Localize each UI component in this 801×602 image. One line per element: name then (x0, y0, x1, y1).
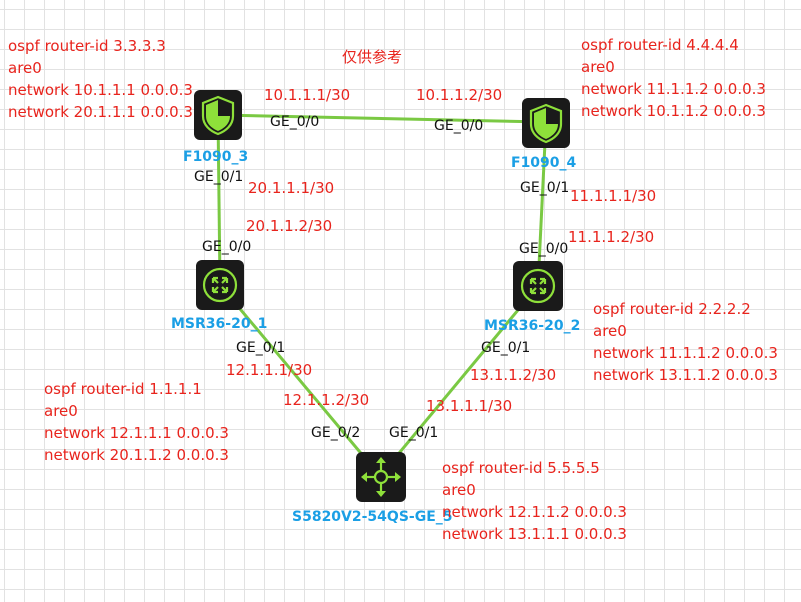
config-line: ospf router-id 5.5.5.5 (442, 459, 600, 477)
device-label-f1090-4: F1090_4 (511, 155, 577, 171)
ip-label: 12.1.1.2/30 (283, 391, 369, 409)
port-label: GE_0/0 (519, 241, 568, 257)
ip-label: 13.1.1.1/30 (426, 397, 512, 415)
device-f1090-4[interactable] (522, 98, 570, 148)
config-line: are0 (581, 58, 615, 76)
link-f1090-4-to-msr36-20-2 (536, 121, 548, 287)
switch-icon-frame (356, 452, 406, 502)
msr36-20-1-icon-frame (196, 260, 244, 310)
config-line: network 20.1.1.2 0.0.0.3 (44, 446, 229, 464)
config-line: network 20.1.1.1 0.0.0.3 (8, 103, 193, 121)
firewall-icon (201, 95, 235, 136)
reference-note: 仅供参考 (342, 48, 402, 66)
port-label: GE_0/1 (389, 425, 438, 441)
config-line: network 11.1.1.2 0.0.0.3 (593, 344, 778, 362)
device-label-msr36-20-2: MSR36-20_2 (484, 318, 580, 334)
link-f1090-3-to-msr36-20-1 (216, 114, 222, 286)
ip-label: 20.1.1.2/30 (246, 217, 332, 235)
config-line: are0 (442, 481, 476, 499)
config-line: network 13.1.1.2 0.0.0.3 (593, 366, 778, 384)
msr36-20-2-icon-frame (513, 261, 563, 311)
config-line: ospf router-id 3.3.3.3 (8, 37, 166, 55)
config-line: network 12.1.1.2 0.0.0.3 (442, 503, 627, 521)
router-icon (202, 267, 238, 303)
port-label: GE_0/2 (311, 425, 360, 441)
link-msr36-20-2-to-switch (378, 285, 540, 477)
port-label: GE_0/1 (194, 169, 243, 185)
device-f1090-3[interactable] (194, 90, 242, 140)
config-line: network 13.1.1.1 0.0.0.3 (442, 525, 627, 543)
config-line: network 12.1.1.1 0.0.0.3 (44, 424, 229, 442)
firewall-icon (529, 103, 563, 144)
port-label: GE_0/1 (520, 180, 569, 196)
config-line: are0 (8, 59, 42, 77)
ospf-config-f1090-3: ospf router-id 3.3.3.3 are0 network 10.1… (8, 37, 193, 121)
device-label-msr36-20-1: MSR36-20_1 (171, 316, 267, 332)
ospf-config-s5820v2: ospf router-id 5.5.5.5 are0 network 12.1… (442, 459, 627, 543)
router-icon (520, 268, 556, 304)
device-msr36-20-1[interactable] (196, 260, 244, 310)
layer3-switch-icon (361, 457, 401, 497)
device-label-s5820v2: S5820V2-54QS-GE_5 (292, 509, 453, 525)
device-s5820v2-54qs-ge-5[interactable] (356, 452, 406, 502)
port-label: GE_0/1 (481, 340, 530, 356)
ip-label: 10.1.1.1/30 (264, 86, 350, 104)
port-label: GE_0/0 (270, 114, 319, 130)
ip-label: 11.1.1.1/30 (570, 187, 656, 205)
config-line: network 11.1.1.2 0.0.0.3 (581, 80, 766, 98)
ip-label: 12.1.1.1/30 (226, 361, 312, 379)
config-line: ospf router-id 4.4.4.4 (581, 36, 739, 54)
link-msr36-20-1-to-switch (218, 284, 382, 477)
device-msr36-20-2[interactable] (513, 261, 563, 311)
config-line: network 10.1.1.2 0.0.0.3 (581, 102, 766, 120)
ospf-config-msr36-20-1: ospf router-id 1.1.1.1 are0 network 12.1… (44, 380, 229, 464)
ospf-config-msr36-20-2: ospf router-id 2.2.2.2 are0 network 11.1… (593, 300, 778, 384)
ip-label: 13.1.1.2/30 (470, 366, 556, 384)
port-label: GE_0/0 (434, 118, 483, 134)
link-f1090-3-to-f1090-4 (217, 113, 547, 124)
port-label: GE_0/0 (202, 239, 251, 255)
config-line: ospf router-id 1.1.1.1 (44, 380, 202, 398)
config-line: are0 (593, 322, 627, 340)
config-line: network 10.1.1.1 0.0.0.3 (8, 81, 193, 99)
ip-label: 10.1.1.2/30 (416, 86, 502, 104)
port-label: GE_0/1 (236, 340, 285, 356)
device-label-f1090-3: F1090_3 (183, 149, 248, 165)
config-line: are0 (44, 402, 78, 420)
ip-label: 11.1.1.2/30 (568, 228, 654, 246)
ip-label: 20.1.1.1/30 (248, 179, 334, 197)
config-line: ospf router-id 2.2.2.2 (593, 300, 751, 318)
ospf-config-f1090-4: ospf router-id 4.4.4.4 are0 network 11.1… (581, 36, 766, 120)
